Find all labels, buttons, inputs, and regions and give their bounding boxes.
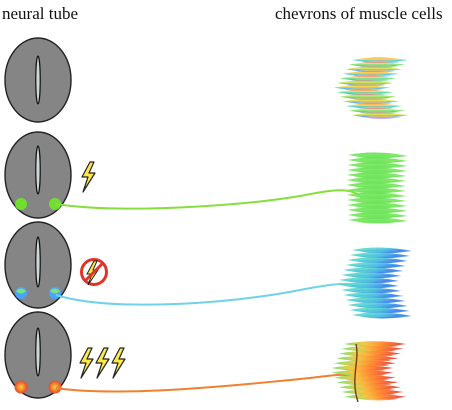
muscle-chevron-block: [334, 57, 408, 119]
axon-connection: [55, 189, 363, 210]
motor-neuron-spot: [14, 380, 28, 394]
axon-connection: [55, 282, 365, 306]
panel-row-3: [4, 221, 412, 319]
muscle-chevron-block: [331, 341, 406, 403]
neural-canal: [35, 327, 41, 377]
panel-row-1: [4, 37, 408, 123]
muscle-chevron-block: [346, 152, 408, 224]
motor-neuron-spot: [15, 198, 27, 210]
muscle-cell: [362, 315, 404, 319]
motor-neuron-spot: [48, 380, 62, 394]
muscle-cell: [362, 115, 402, 119]
muscle-cell: [356, 397, 400, 401]
neural-canal: [35, 145, 41, 195]
motor-neuron-spot: [49, 287, 61, 299]
nerve-branch: [354, 343, 359, 403]
neural-tube-header: neural tube: [2, 4, 78, 23]
triple-lightning-icon: [79, 347, 126, 379]
neural-canal: [35, 55, 41, 105]
lightning-bolt-icon: [81, 161, 96, 193]
muscle-cell: [356, 220, 398, 224]
chevrons-header: chevrons of muscle cells: [275, 4, 443, 23]
axon-connection: [55, 373, 357, 393]
neural-canal: [35, 236, 41, 288]
panel-row-2: [4, 131, 408, 224]
muscle-chevron-block: [339, 247, 412, 319]
no-lightning-icon: [80, 258, 108, 286]
motor-neuron-spot: [15, 287, 27, 299]
motor-neuron-spot: [49, 198, 61, 210]
panel-row-4: [4, 311, 406, 403]
